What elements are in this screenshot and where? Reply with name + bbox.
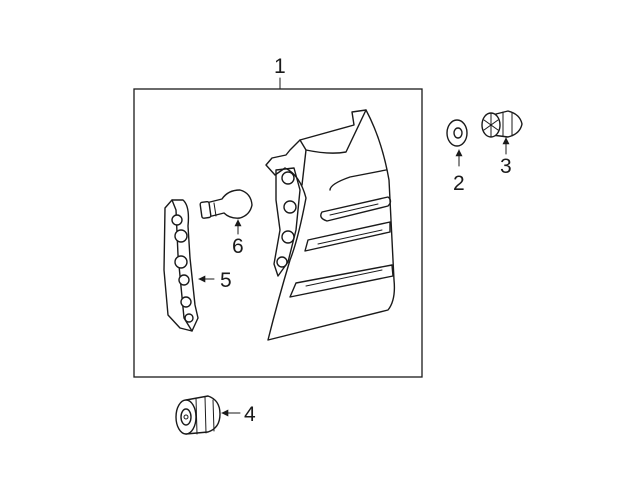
callout-4-label: 4: [244, 403, 256, 426]
nut: [446, 119, 468, 147]
callout-2-label: 2: [453, 172, 465, 195]
callout-1-label: 1: [274, 55, 286, 78]
callout-3-label: 3: [500, 155, 512, 178]
grommet: [481, 110, 523, 138]
socket: [175, 395, 221, 435]
tail-lamp-housing: [265, 109, 396, 341]
callout-6-label: 6: [232, 235, 244, 258]
bulb-holder: [163, 199, 199, 332]
assembly-frame: [133, 88, 423, 378]
callout-5-label: 5: [220, 269, 232, 292]
bulb: [199, 189, 253, 219]
